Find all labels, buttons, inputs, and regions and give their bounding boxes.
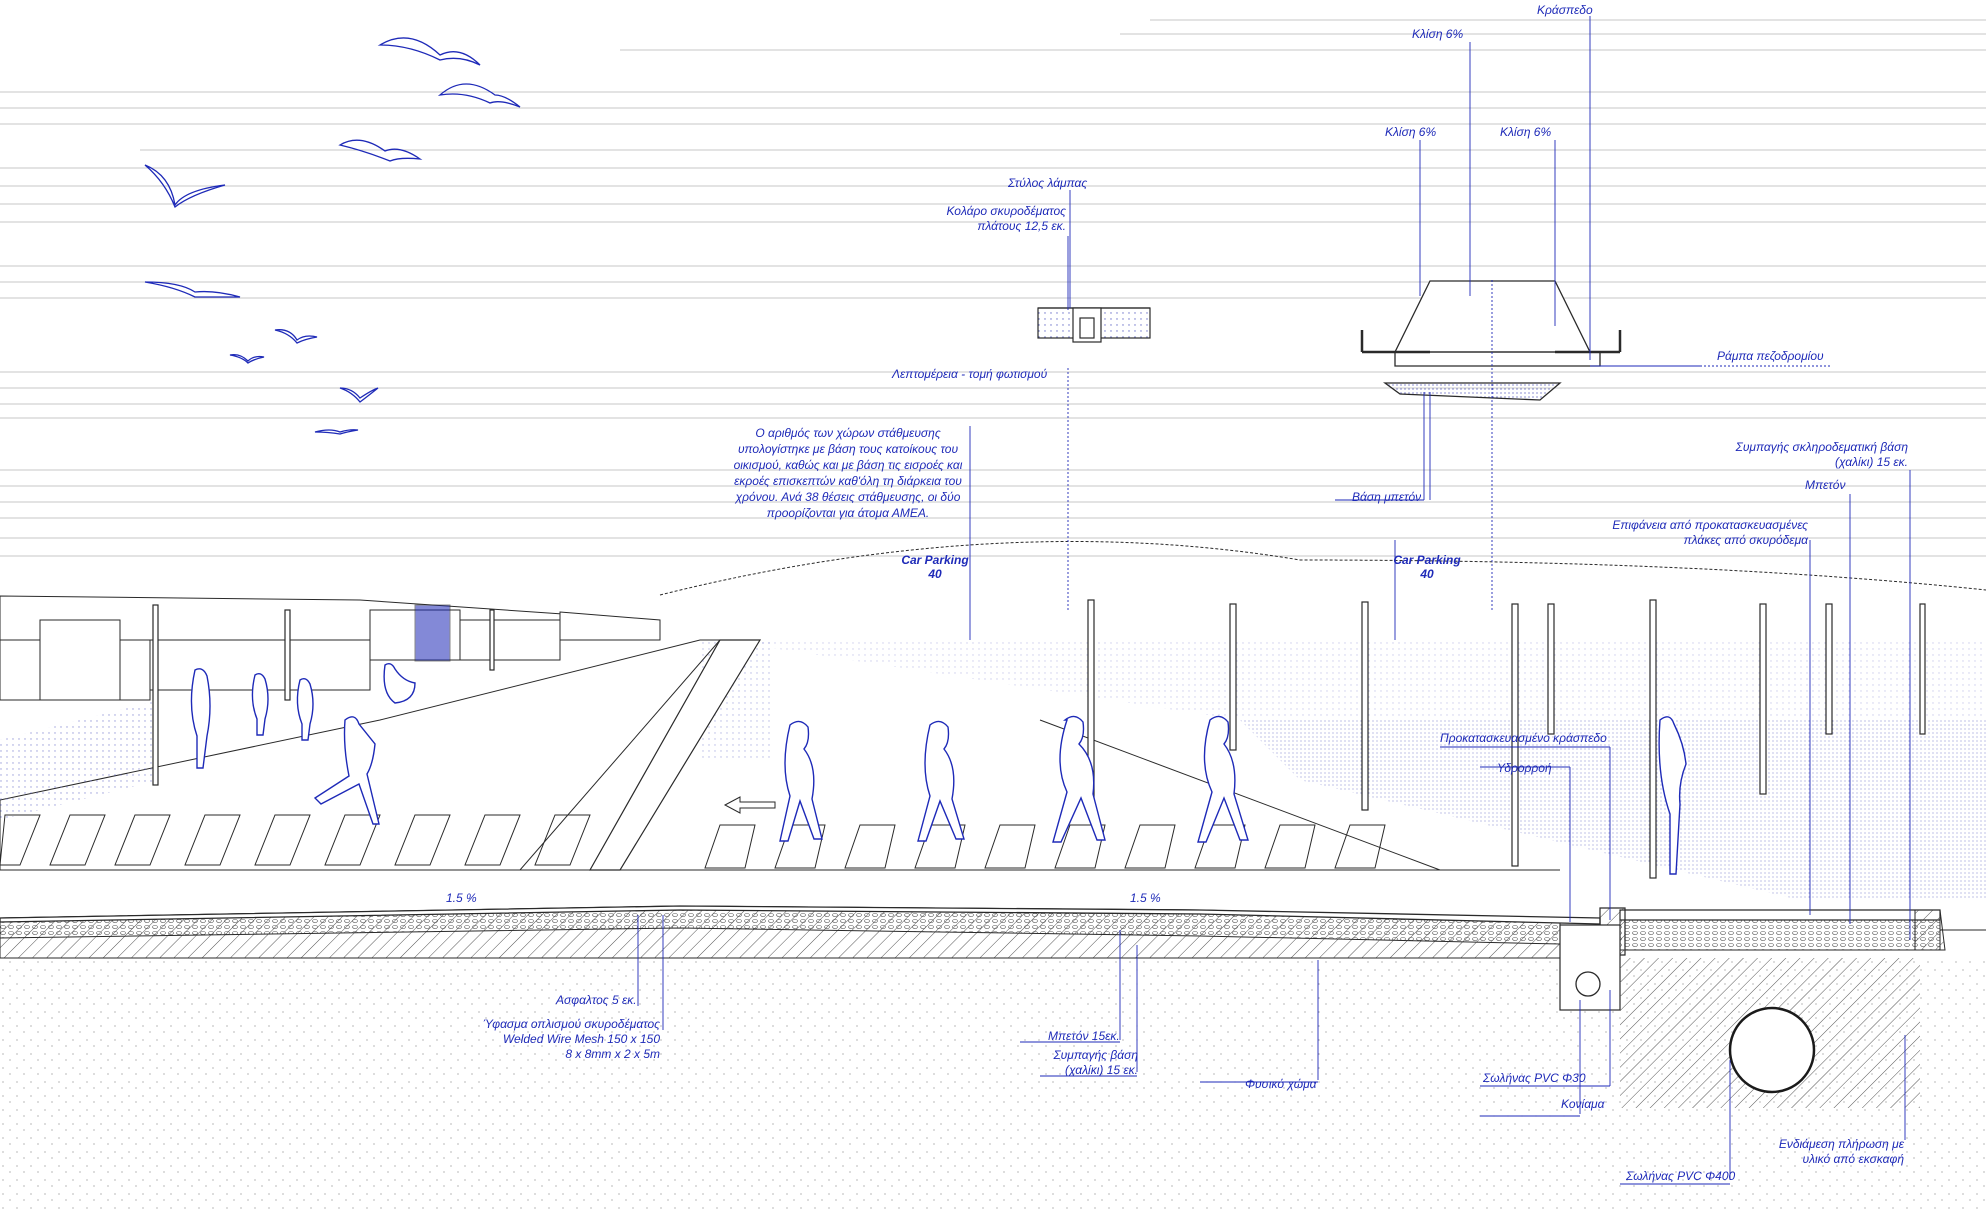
village-buildings	[0, 595, 661, 701]
ramp-detail	[1360, 280, 1622, 401]
label-asfaltos: Ασφαλτος 5 εκ.	[556, 993, 637, 1007]
label-parking-right-2: 40	[1420, 567, 1434, 581]
parking-note: Ο αριθμός των χώρων στάθμευσης υπολογίστ…	[733, 426, 963, 520]
label-symp-vasi-2: (χαλίκι) 15 εκ.	[1064, 1063, 1138, 1077]
label-parking-left-1: Car Parking	[901, 553, 969, 567]
sky-strokes	[0, 19, 1986, 557]
label-kraspedo: Κράσπεδο	[1537, 3, 1593, 17]
label-klisi-left: Κλίση 6%	[1385, 125, 1437, 139]
birds	[144, 37, 521, 435]
label-klisi-right: Κλίση 6%	[1500, 125, 1552, 139]
leader-lines	[637, 16, 1911, 1185]
label-prokat-kraspedo: Προκατασκευασμένο κράσπεδο	[1440, 731, 1607, 745]
pedestrians	[190, 662, 1687, 875]
label-pvc30: Σωλήνας PVC Φ30	[1483, 1071, 1586, 1085]
label-yfasma-3: 8 x 8mm x 2 x 5m	[565, 1047, 660, 1061]
label-symp-skl-1: Συμπαγής σκληροδεματική βάση	[1735, 440, 1908, 454]
label-rampa: Ράμπα πεζοδρομίου	[1717, 349, 1824, 363]
label-kolaro-2: πλάτους 12,5 εκ.	[977, 219, 1066, 233]
label-stylos: Στύλος λάμπας	[1008, 176, 1088, 190]
label-slope-right: 1.5 %	[1130, 891, 1161, 905]
label-endiamesi-2: υλικό από εκσκαφή	[1802, 1152, 1904, 1166]
label-mpeton: Μπετόν	[1805, 478, 1846, 492]
label-yfasma-2: Welded Wire Mesh 150 x 150	[502, 1032, 660, 1046]
label-epifaneia-2: πλάκες από σκυρόδεμα	[1683, 533, 1808, 547]
label-endiamesi-1: Ενδιάμεση πλήρωση με	[1778, 1137, 1904, 1151]
label-parking-right-1: Car Parking	[1393, 553, 1461, 567]
label-pvc400: Σωλήνας PVC Φ400	[1626, 1169, 1736, 1183]
label-epifaneia-1: Επιφάνεια από προκατασκευασμένες	[1612, 518, 1808, 532]
label-ydrorroi: Υδρορροή	[1497, 761, 1552, 775]
label-mpeton15: Μπετόν 15εκ.	[1048, 1029, 1120, 1043]
label-leptomereia: Λεπτομέρεια - τομή φωτισμού	[892, 367, 1048, 381]
label-symp-vasi-1: Συμπαγής βάση	[1053, 1048, 1138, 1062]
label-koniama: Κονίαμα	[1561, 1097, 1605, 1111]
arrow-mark	[723, 796, 776, 814]
label-parking-left-2: 40	[928, 567, 942, 581]
label-symp-skl-2: (χαλίκι) 15 εκ.	[1834, 455, 1908, 469]
label-klisi-top: Κλίση 6%	[1412, 27, 1464, 41]
horizon-hill	[659, 541, 1986, 596]
lamp-detail	[1037, 307, 1151, 343]
label-kolaro-1: Κολάρο σκυροδέματος	[946, 204, 1066, 218]
label-vasi-mpeton: Βάση μπετόν	[1352, 490, 1422, 504]
ground-section	[0, 905, 1986, 1213]
label-slope-left: 1.5 %	[446, 891, 477, 905]
label-fysiko: Φυσικό χώμα	[1245, 1077, 1317, 1091]
label-yfasma-1: Ύφασμα οπλισμού σκυροδέματος	[482, 1017, 660, 1031]
